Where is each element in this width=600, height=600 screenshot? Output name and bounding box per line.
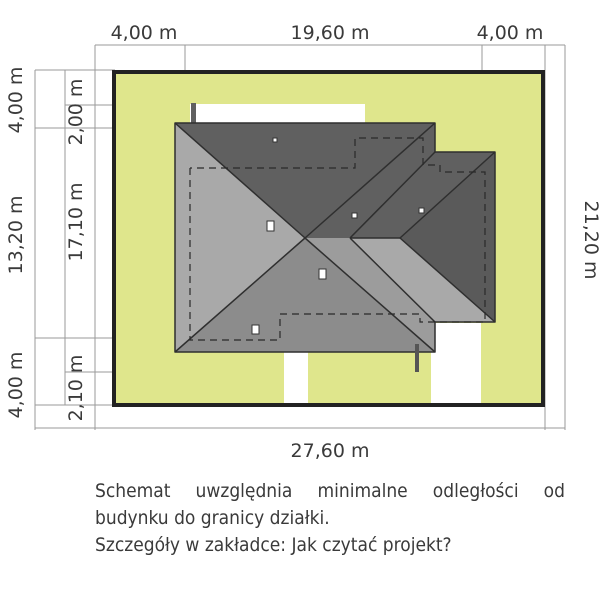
caption-line-3: Szczegóły w zakładce: Jak czytać projekt…	[95, 534, 452, 556]
path-left	[284, 352, 308, 403]
caption-line-2: budynku do granicy działki.	[95, 507, 330, 529]
roof-edges	[174, 122, 496, 353]
path-right	[431, 323, 481, 403]
dim-top-middle: 19,60 m	[291, 22, 370, 44]
dim-left-inner-bottom: 2,10 m	[65, 355, 87, 422]
terrace-top	[190, 104, 365, 126]
dim-left-outer-top: 4,00 m	[5, 67, 27, 134]
dim-top-left: 4,00 m	[111, 22, 178, 44]
drainpipe	[415, 344, 419, 372]
caption-line-1: Schemat uwzględnia minimalne odległości …	[95, 480, 565, 502]
dim-left-outer-middle: 13,20 m	[5, 196, 27, 275]
dim-right-total: 21,20 m	[580, 201, 600, 280]
dim-left-inner-middle: 17,10 m	[65, 183, 87, 262]
wall-outline-dashed	[189, 137, 486, 341]
dim-left-outer-bottom: 4,00 m	[5, 352, 27, 419]
caption: Schemat uwzględnia minimalne odległości …	[95, 478, 565, 559]
dim-bottom-total: 27,60 m	[291, 440, 370, 460]
roof-windows	[251, 137, 425, 335]
roof-main	[175, 123, 435, 352]
dim-top-right: 4,00 m	[477, 22, 544, 44]
dim-left-inner-top: 2,00 m	[65, 79, 87, 146]
site-plan-diagram: 4,00 m 19,60 m 4,00 m 27,60 m 21,20 m 4,…	[5, 22, 600, 460]
